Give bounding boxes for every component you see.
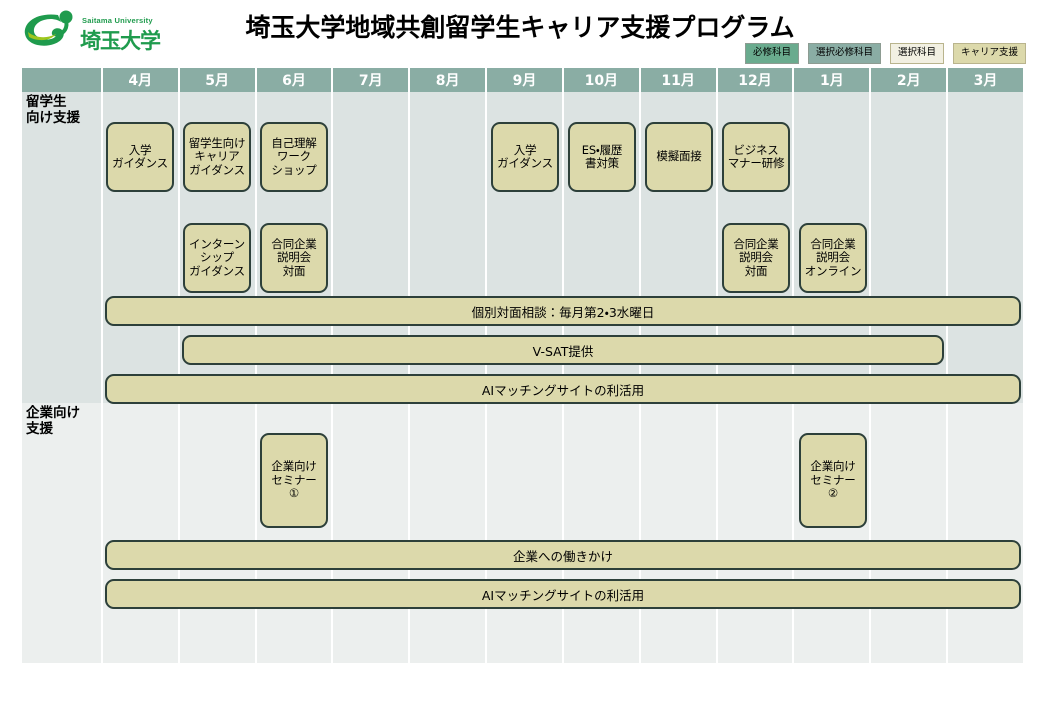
month-header-2: 5月 (177, 68, 255, 92)
schedule-box[interactable]: 企業向け セミナー ② (799, 433, 867, 528)
grid-cell-2月 (869, 403, 947, 663)
row-band-companies (22, 403, 1023, 663)
grid-cell-11月 (638, 403, 716, 663)
grid-cell-12月 (715, 403, 793, 663)
grid-cell-3月 (946, 92, 1023, 403)
row-title-students: 留学生 向け支援 (26, 94, 80, 126)
logo-japanese-name: 埼玉大学 (80, 29, 161, 53)
grid-cell-10月 (561, 403, 639, 663)
logo-stem-icon (57, 19, 69, 37)
row-label-cell (22, 403, 101, 663)
month-header-1: 4月 (100, 68, 178, 92)
month-header-9: 12月 (715, 68, 793, 92)
grid-cell-5月 (177, 403, 255, 663)
row-label-cell (22, 92, 101, 403)
schedule-box[interactable]: インターン シップ ガイダンス (183, 223, 251, 293)
schedule-box[interactable]: 入学 ガイダンス (491, 122, 559, 192)
header-corner-cell (22, 68, 101, 92)
row-title-companies: 企業向け 支援 (26, 405, 80, 437)
schedule-box[interactable]: 合同企業 説明会 オンライン (799, 223, 867, 293)
saitama-university-logo: Saitama University 埼玉大学 (18, 6, 168, 53)
grid-cell-7月 (331, 403, 409, 663)
page-title: 埼玉大学地域共創留学生キャリア支援プログラム (245, 13, 795, 42)
page-header: Saitama University 埼玉大学 埼玉大学地域共創留学生キャリア支… (0, 0, 1040, 68)
legend: 必修科目選択必修科目選択科目キャリア支援 (744, 43, 1026, 64)
logo-english-name: Saitama University (82, 16, 153, 25)
month-header-10: 1月 (792, 68, 870, 92)
month-header-12: 3月 (946, 68, 1023, 92)
legend-badge-4: キャリア支援 (952, 43, 1026, 64)
grid-cell-9月 (485, 403, 562, 663)
schedule-box[interactable]: 合同企業 説明会 対面 (260, 223, 328, 293)
schedule-box[interactable]: 留学生向け キャリア ガイダンス (183, 122, 251, 192)
schedule-box[interactable]: ES・履歴 書対策 (568, 122, 636, 192)
schedule-bar[interactable]: 個別対面相談：毎月第2・3水曜日 (105, 296, 1021, 326)
schedule-box[interactable]: 模擬面接 (645, 122, 713, 192)
month-header-8: 11月 (638, 68, 716, 92)
schedule-bar[interactable]: AIマッチングサイトの利活用 (105, 374, 1021, 404)
schedule-box[interactable]: ビジネス マナー研修 (722, 122, 790, 192)
legend-badge-1: 必修科目 (744, 43, 799, 64)
schedule-box[interactable]: 入学 ガイダンス (106, 122, 174, 192)
month-header-4: 7月 (331, 68, 409, 92)
grid-cell-8月 (408, 403, 486, 663)
schedule-bar[interactable]: V-SAT提供 (182, 335, 944, 365)
grid-cell-4月 (101, 403, 178, 663)
legend-badge-3: 選択科目 (889, 43, 944, 64)
schedule-bar[interactable]: 企業への働きかけ (105, 540, 1021, 570)
month-header-5: 8月 (408, 68, 486, 92)
schedule-box[interactable]: 企業向け セミナー ① (260, 433, 328, 528)
month-header-3: 6月 (254, 68, 332, 92)
logo-leaf-icon (28, 32, 56, 41)
month-header-11: 2月 (869, 68, 947, 92)
month-header-7: 10月 (561, 68, 639, 92)
schedule-box[interactable]: 自己理解 ワーク ショップ (260, 122, 328, 192)
logo-dot-icon (59, 10, 73, 24)
legend-badge-2: 選択必修科目 (807, 43, 881, 64)
schedule-box[interactable]: 合同企業 説明会 対面 (722, 223, 790, 293)
grid-cell-3月 (946, 403, 1023, 663)
row-grid-cells (101, 403, 1023, 663)
month-header-6: 9月 (485, 68, 562, 92)
schedule-bar[interactable]: AIマッチングサイトの利活用 (105, 579, 1021, 609)
university-logo-mark (24, 10, 73, 46)
